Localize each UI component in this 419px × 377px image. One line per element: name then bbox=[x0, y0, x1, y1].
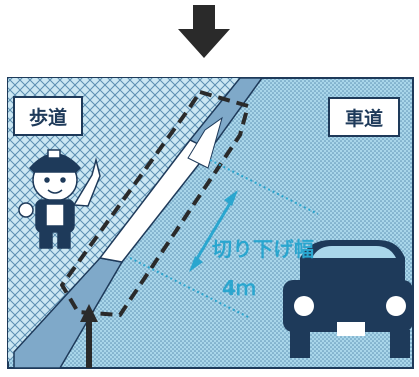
double-arrow-icon bbox=[193, 199, 234, 263]
up-arrow-icon bbox=[80, 304, 98, 368]
cut-width-label: 切り下げ幅 bbox=[212, 237, 315, 261]
sidewalk-label: 歩道 bbox=[13, 96, 83, 136]
measure-guide-bottom bbox=[129, 257, 251, 319]
car-icon bbox=[283, 240, 413, 358]
road-label: 車道 bbox=[328, 97, 400, 137]
double-arrow-head-bottom bbox=[189, 256, 203, 272]
cut-wing-upper bbox=[187, 116, 223, 169]
measure-guide-top bbox=[209, 159, 319, 215]
width-value-label: 4ｍ bbox=[222, 276, 256, 300]
down-arrow-icon bbox=[178, 5, 230, 58]
double-arrow-head-top bbox=[224, 190, 238, 206]
police-officer-figure bbox=[18, 149, 101, 249]
